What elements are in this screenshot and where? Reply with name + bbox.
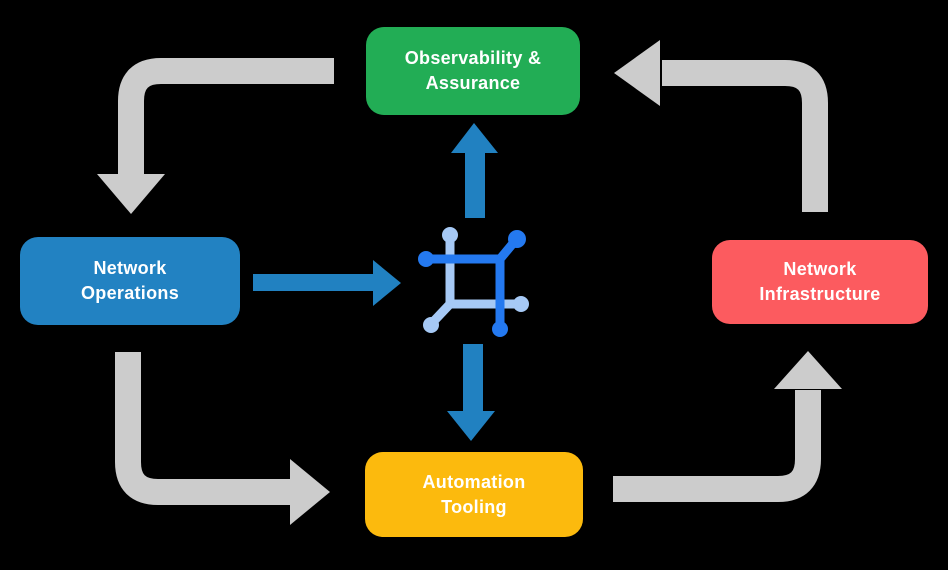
arrow-shaft — [463, 344, 483, 412]
arrow-operations-to-center — [253, 260, 401, 306]
arrow-shaft — [253, 274, 374, 291]
node-label: Network Infrastructure — [759, 259, 881, 304]
network-fabric-icon — [418, 227, 529, 337]
arrow-center-to-automation — [447, 344, 495, 441]
arrow-head-up — [774, 351, 842, 389]
icon-node-top-right — [508, 230, 526, 248]
node-automation-tooling: Automation Tooling — [365, 452, 583, 537]
node-label: Network Operations — [80, 258, 180, 303]
node-network-infrastructure: Network Infrastructure — [712, 240, 928, 324]
arrow-shaft — [465, 151, 485, 218]
icon-node-top — [442, 227, 458, 243]
icon-node-bottom — [492, 321, 508, 337]
node-observability-assurance: Observability & Assurance — [366, 27, 580, 115]
icon-node-bottom-left — [423, 317, 439, 333]
arrow-shaft — [118, 58, 334, 176]
node-label: Automation Tooling — [422, 471, 526, 517]
arrow-operations-to-automation — [115, 352, 330, 525]
icon-node-left — [418, 251, 434, 267]
arrow-head-left — [614, 40, 660, 106]
arrow-head-up — [451, 123, 498, 153]
node-label: Observability & Assurance — [404, 48, 542, 93]
arrow-head-down — [447, 411, 495, 441]
arrow-head-down — [97, 174, 165, 214]
arrow-shaft — [613, 390, 821, 502]
arrow-shaft — [662, 60, 828, 212]
arrow-automation-to-infrastructure — [613, 351, 842, 502]
arrow-infrastructure-to-observability — [614, 40, 828, 212]
arrow-shaft — [115, 352, 292, 505]
node-network-operations: Network Operations — [20, 237, 240, 325]
arrow-head-right — [290, 459, 330, 525]
arrow-center-to-observability — [451, 123, 498, 218]
arrow-head-right — [373, 260, 401, 306]
arrow-observability-to-operations — [97, 58, 334, 214]
icon-node-right — [513, 296, 529, 312]
